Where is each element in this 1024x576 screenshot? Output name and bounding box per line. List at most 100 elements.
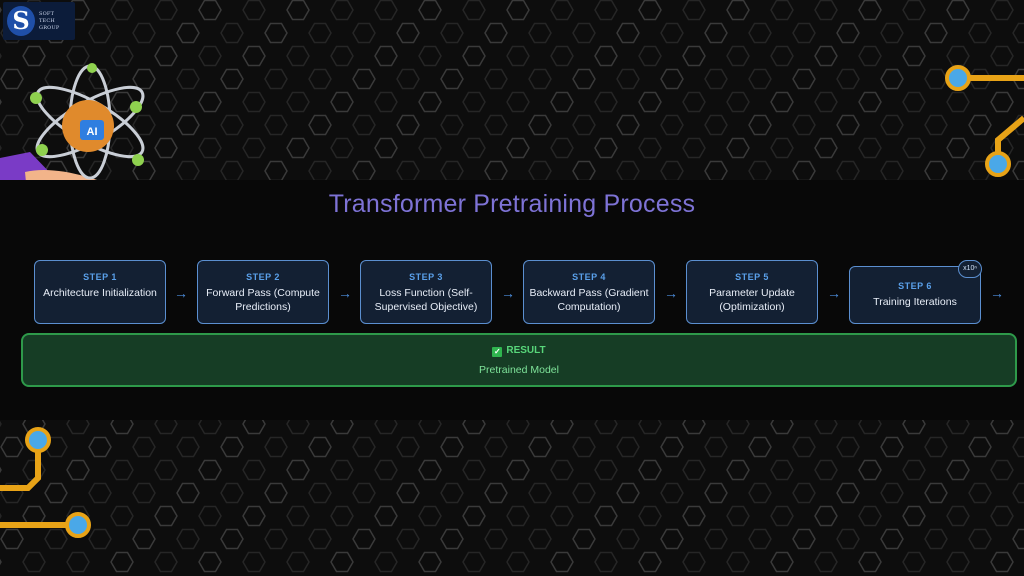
hexagon-shape: [968, 528, 992, 550]
hexagon-shape: [902, 459, 926, 481]
hexagon-shape: [770, 91, 794, 113]
logo-mark: S: [7, 6, 35, 36]
hexagon-shape: [528, 528, 552, 550]
step-label: Loss Function (Self-Supervised Objective…: [374, 287, 478, 313]
hexagon-shape: [176, 68, 200, 90]
hexagon-shape: [638, 505, 662, 527]
hexagon-shape: [374, 91, 398, 113]
hexagon-shape: [506, 0, 530, 21]
flow-arrow: →: [990, 285, 1004, 301]
hexagon-shape: [990, 0, 1014, 21]
hexagon-shape: [682, 505, 706, 527]
step-number: STEP 1: [83, 272, 117, 282]
hexagon-shape: [616, 22, 640, 44]
hexagon-shape: [638, 137, 662, 159]
hexagon-shape: [418, 459, 442, 481]
hexagon-shape: [154, 459, 178, 481]
hexagon-shape: [946, 45, 970, 67]
hexagon-shape: [110, 459, 134, 481]
hexagon-shape: [528, 436, 552, 458]
hexagon-shape: [0, 114, 24, 136]
hexagon-shape: [814, 91, 838, 113]
hexagon-shape: [704, 68, 728, 90]
hexagon-shape: [902, 45, 926, 67]
hexagon-shape: [440, 22, 464, 44]
hexagon-shape: [264, 114, 288, 136]
hexagon-shape: [880, 68, 904, 90]
hexagon-shape: [902, 505, 926, 527]
hexagon-shape: [990, 91, 1014, 113]
flow-arrow: →: [174, 285, 188, 301]
hexagon-shape: [748, 22, 772, 44]
hexagon-shape: [792, 114, 816, 136]
hexagon-shape: [594, 45, 618, 67]
hexagon-shape: [308, 22, 332, 44]
hexagon-shape: [924, 528, 948, 550]
hexagon-shape: [110, 45, 134, 67]
hexagon-shape: [264, 160, 288, 182]
hexagon-shape: [594, 0, 618, 21]
hexagon-shape: [704, 482, 728, 504]
hexagon-shape: [110, 551, 134, 573]
hexagon-shape: [352, 22, 376, 44]
hexagon-shape: [176, 22, 200, 44]
hexagon-shape: [110, 0, 134, 21]
circuit-node: [25, 427, 51, 453]
hexagon-shape: [462, 91, 486, 113]
hexagon-shape: [616, 114, 640, 136]
hexagon-shape: [110, 505, 134, 527]
hexagon-shape: [770, 0, 794, 21]
hexagon-shape: [462, 505, 486, 527]
hexagon-shape: [220, 436, 244, 458]
hexagon-shape: [990, 551, 1014, 573]
hexagon-shape: [132, 482, 156, 504]
hexagon-shape: [22, 91, 46, 113]
hexagon-shape: [440, 114, 464, 136]
hexagon-shape: [110, 91, 134, 113]
hexagon-shape: [880, 528, 904, 550]
hexagon-shape: [726, 551, 750, 573]
hexagon-shape: [770, 137, 794, 159]
hexagon-shape: [572, 482, 596, 504]
hexagon-shape: [176, 160, 200, 182]
hexagon-shape: [550, 91, 574, 113]
atom-node: [87, 63, 97, 73]
hexagon-shape: [132, 528, 156, 550]
hexagon-shape: [352, 436, 376, 458]
hexagon-shape: [902, 0, 926, 21]
hexagon-shape: [880, 22, 904, 44]
hexagon-shape: [154, 45, 178, 67]
hexagon-shape: [330, 45, 354, 67]
hexagon-shape: [550, 459, 574, 481]
hexagon-shape: [374, 45, 398, 67]
hexagon-shape: [308, 436, 332, 458]
hexagon-shape: [550, 45, 574, 67]
hexagon-shape: [946, 505, 970, 527]
flow-arrow: →: [338, 285, 352, 301]
hexagon-shape: [0, 482, 24, 504]
hexagon-shape: [396, 68, 420, 90]
hexagon-shape: [990, 45, 1014, 67]
hexagon-shape: [440, 436, 464, 458]
step-label: Training Iterations: [873, 296, 957, 308]
hexagon-shape: [968, 22, 992, 44]
hexagon-shape: [396, 528, 420, 550]
hexagon-shape: [506, 45, 530, 67]
hexagon-shape: [418, 91, 442, 113]
hexagon-shape: [154, 551, 178, 573]
hexagon-shape: [924, 436, 948, 458]
hexagon-shape: [44, 528, 68, 550]
hexagon-shape: [748, 160, 772, 182]
hexagon-shape: [946, 91, 970, 113]
hexagon-shape: [264, 22, 288, 44]
hexagon-shape: [858, 91, 882, 113]
hexagon-shape: [374, 459, 398, 481]
hexagon-shape: [902, 91, 926, 113]
hexagon-shape: [88, 482, 112, 504]
hexagon-shape: [616, 68, 640, 90]
result-box: ✓RESULT Pretrained Model: [21, 333, 1017, 387]
hexagon-shape: [1012, 528, 1024, 550]
hexagon-shape: [506, 459, 530, 481]
atom-node: [30, 92, 42, 104]
hexagon-shape: [374, 0, 398, 21]
